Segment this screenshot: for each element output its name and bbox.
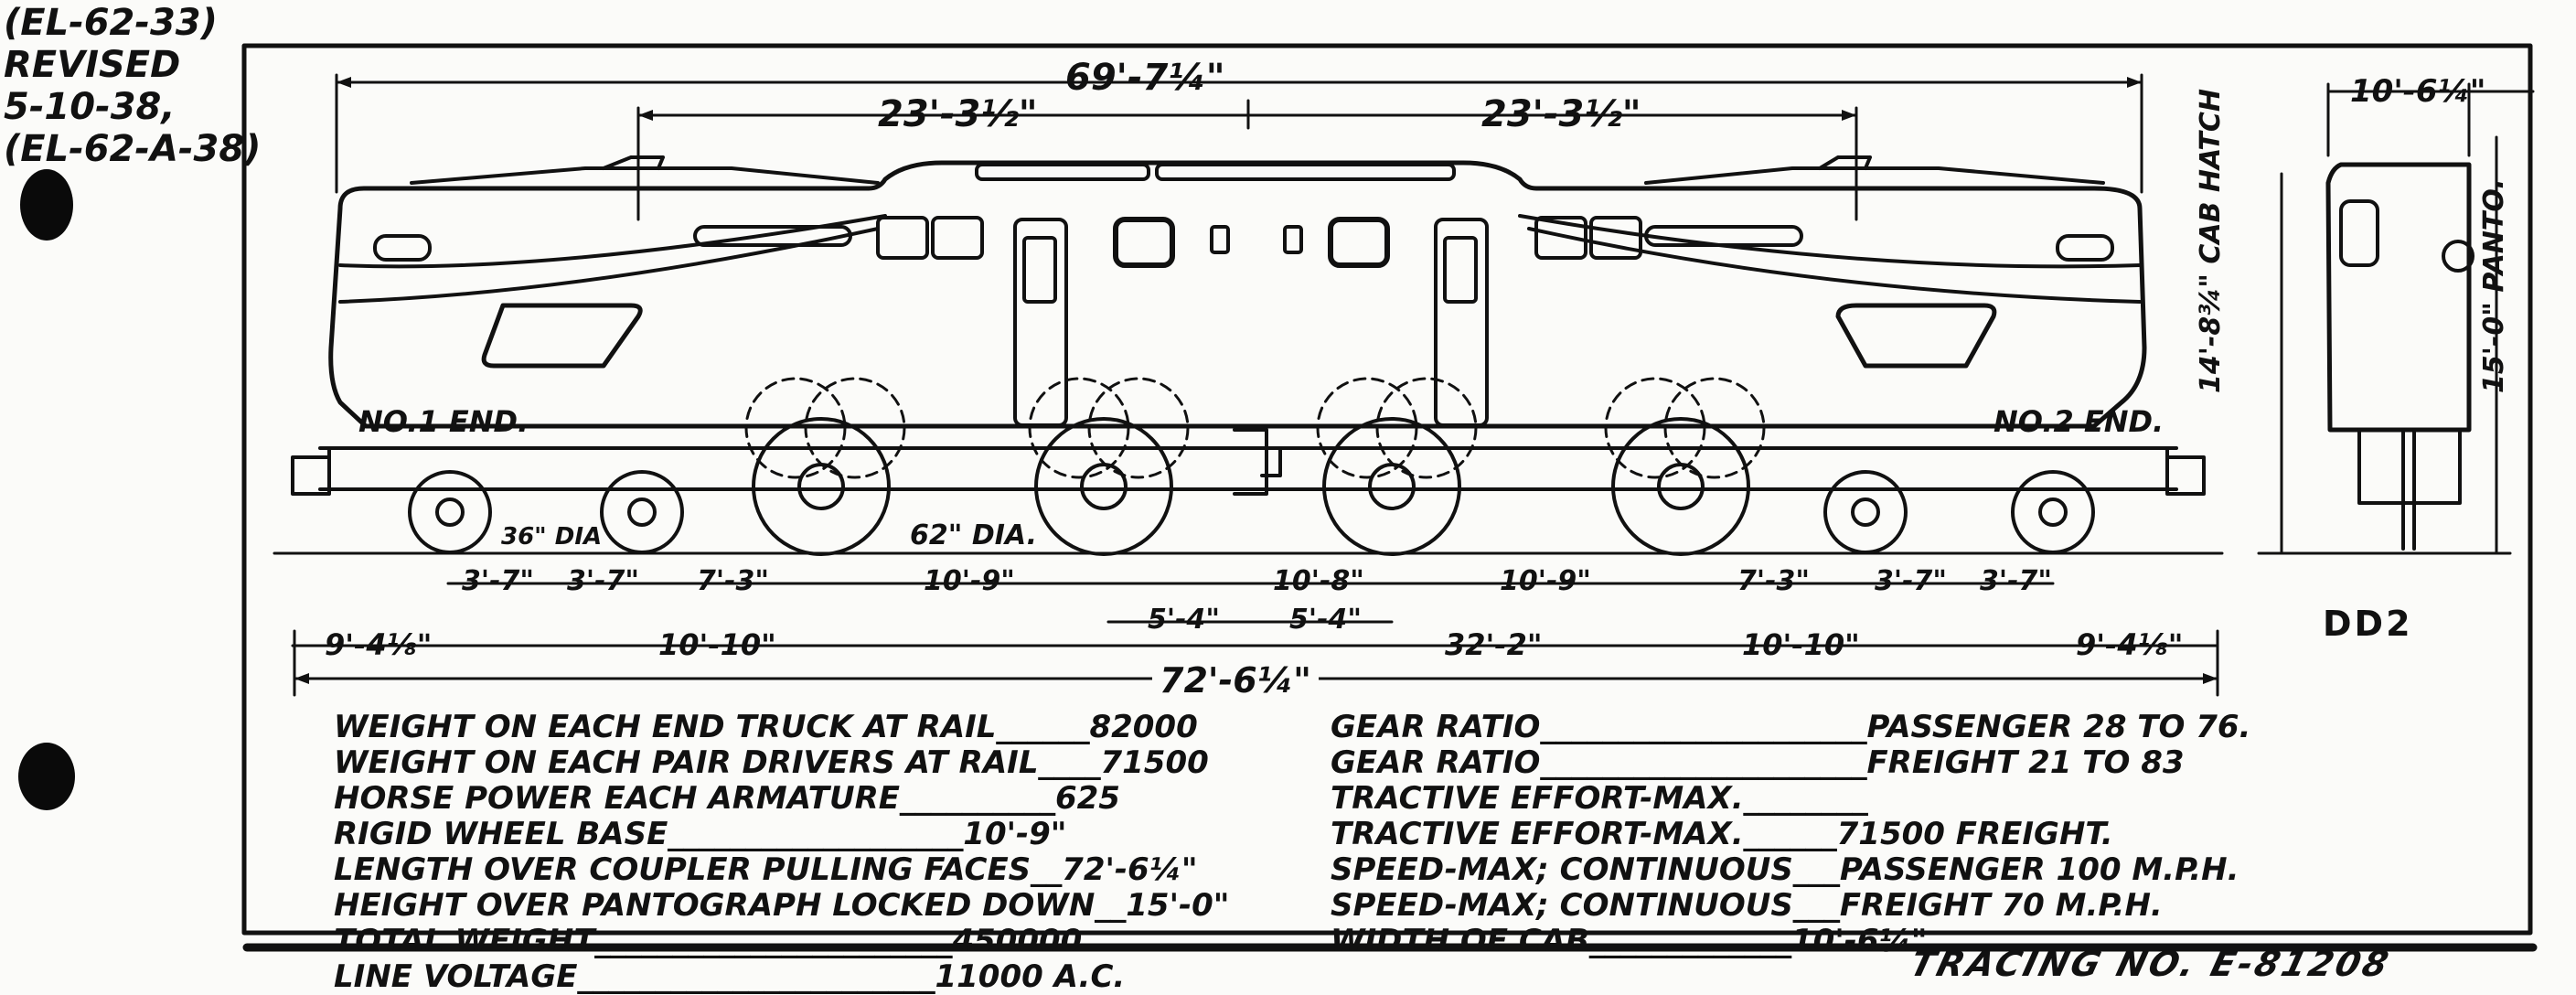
- revision-line: (EL-62-A-38): [4, 128, 262, 170]
- pony-wheel: [1823, 470, 1908, 554]
- spec-row: GEAR RATIO_____________________FREIGHT 2…: [1331, 744, 2185, 781]
- dim-overall-body: 69'-7¼": [1065, 57, 1225, 99]
- door-left: [1013, 218, 1068, 427]
- drawing-frame: [241, 43, 2533, 936]
- dim-row3: 32'-2": [1445, 627, 1543, 662]
- dim-row2: 5'-4": [1148, 604, 1221, 636]
- roof-panel-right: [1155, 163, 1456, 181]
- door-right: [1434, 218, 1489, 427]
- pony-wheel: [408, 470, 492, 554]
- body-outline: [328, 160, 2147, 429]
- headlight-left: [373, 234, 432, 262]
- pantograph-right: [1644, 155, 2105, 185]
- headlight-right: [2056, 234, 2114, 262]
- dimension-arrows: [294, 77, 2218, 684]
- driver-wheel: [752, 417, 891, 556]
- punch-hole-bottom: [18, 743, 75, 810]
- revision-line: (EL-62-33): [4, 2, 218, 44]
- window-right: [1835, 303, 1997, 369]
- spec-row: HORSE POWER EACH ARMATURE__________625: [334, 780, 1120, 817]
- dimension-lines: [291, 73, 2219, 697]
- spec-row: GEAR RATIO_____________________PASSENGER…: [1331, 709, 2251, 745]
- spec-row: WIDTH OF CAB_____________10'-6¼": [1331, 923, 1928, 959]
- pony-wheel: [2011, 470, 2095, 554]
- driver-wheel: [1611, 417, 1750, 556]
- end-body: [2325, 162, 2472, 433]
- revision-line: 5-10-38,: [4, 86, 176, 128]
- spec-row: TRACTIVE EFFORT-MAX.______71500 FREIGHT.: [1331, 816, 2113, 852]
- spec-row: SPEED-MAX; CONTINUOUS___PASSENGER 100 M.…: [1331, 851, 2239, 888]
- end-label-left: NO.1 END.: [358, 404, 529, 439]
- dim-cab-height: 14'-8¾" CAB HATCH: [2195, 89, 2227, 393]
- spec-row: WEIGHT ON EACH PAIR DRIVERS AT RAIL____7…: [334, 744, 1209, 781]
- dim-row1: 10'-9": [924, 565, 1015, 597]
- dim-row3: 10'-10": [658, 627, 776, 662]
- spec-row: TOTAL WEIGHT_______________________45000…: [334, 923, 1083, 959]
- spec-row: HEIGHT OVER PANTOGRAPH LOCKED DOWN__15'-…: [334, 887, 1230, 924]
- wheel-label-small: 36" DIA: [501, 523, 603, 551]
- dim-row3: 9'-4⅛": [2076, 627, 2184, 662]
- dim-overall-coupler: 72'-6¼": [1152, 660, 1319, 701]
- spec-row: LENGTH OVER COUPLER PULLING FACES__72'-6…: [334, 851, 1198, 888]
- wheels: [408, 377, 2095, 556]
- dim-row3: 9'-4⅛": [325, 627, 433, 662]
- dim-row1: 10'-9": [1500, 565, 1591, 597]
- class-label: DD2: [2323, 604, 2413, 644]
- dim-row1: 10'-8": [1273, 565, 1364, 597]
- side-elevation: [273, 155, 2224, 555]
- revision-line: REVISED: [4, 44, 181, 86]
- hood-line-left: [338, 214, 887, 269]
- end-elevation: [2257, 82, 2535, 555]
- pantograph-left: [410, 155, 880, 185]
- hood-line-right: [1518, 214, 2142, 269]
- end-label-right: NO.2 END.: [1993, 404, 2164, 439]
- spec-table-left: WEIGHT ON EACH END TRUCK AT RAIL______82…: [334, 710, 1229, 995]
- spec-row: RIGID WHEEL BASE___________________10'-9…: [334, 816, 1067, 852]
- dim-row1: 3'-7": [462, 565, 535, 597]
- dim-row2: 5'-4": [1289, 604, 1363, 636]
- dim-panto-height: 15'-0" PANTO.: [2478, 178, 2510, 393]
- punch-hole-top: [20, 169, 73, 241]
- revision-note: (EL-62-33) REVISED 5-10-38, (EL-62-A-38): [4, 2, 261, 170]
- driver-wheel: [1322, 417, 1461, 556]
- dim-half-left: 23'-3½": [878, 93, 1038, 135]
- spec-row: WEIGHT ON EACH END TRUCK AT RAIL______82…: [334, 709, 1198, 745]
- spec-table-right: GEAR RATIO_____________________PASSENGER…: [1331, 710, 2250, 959]
- underframe: [318, 446, 2178, 491]
- spec-row: TRACTIVE EFFORT-MAX.________: [1331, 780, 1868, 817]
- wheel-label-large: 62" DIA.: [910, 519, 1038, 551]
- window-left: [481, 303, 643, 369]
- dim-row1: 7'-3": [697, 565, 770, 597]
- roof-panel-left: [975, 163, 1150, 181]
- dim-row1: 3'-7": [1980, 565, 2053, 597]
- spec-row: SPEED-MAX; CONTINUOUS___FREIGHT 70 M.P.H…: [1331, 887, 2163, 924]
- dim-end-width: 10'-6¼": [2350, 73, 2486, 110]
- dim-row1: 3'-7": [1875, 565, 1948, 597]
- dim-row1: 3'-7": [567, 565, 640, 597]
- pony-wheel: [600, 470, 684, 554]
- dim-half-right: 23'-3½": [1481, 93, 1641, 135]
- tracing-number: TRACING NO. E-81208: [1906, 944, 2396, 984]
- driver-wheel: [1034, 417, 1173, 556]
- dim-row1: 7'-3": [1737, 565, 1811, 597]
- dim-row3: 10'-10": [1742, 627, 1860, 662]
